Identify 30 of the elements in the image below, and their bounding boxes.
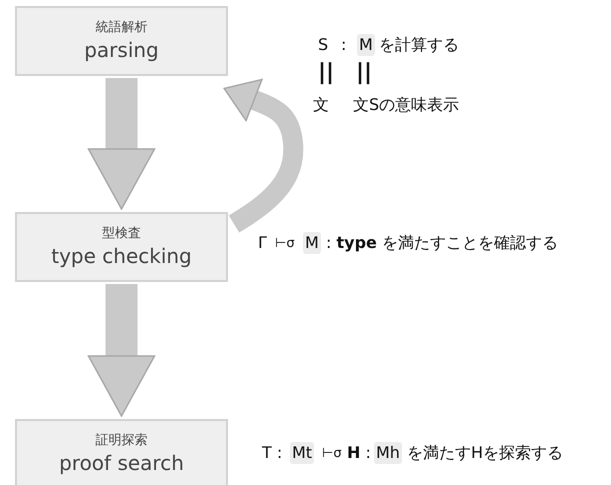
highlighted-term: Mh <box>374 442 402 464</box>
step-label-japanese: 統語解析 <box>96 19 148 37</box>
formula-text: T : <box>262 442 282 464</box>
turnstile-symbol: ⊢σ <box>322 445 342 463</box>
formula-text: を計算する <box>379 34 459 56</box>
formula-text: : type を満たすことを確認する <box>326 232 558 254</box>
formula-text: を満たすHを探索する <box>407 442 564 464</box>
formula-text: H : <box>347 442 371 464</box>
formula-text: : <box>341 34 346 56</box>
step-label: type checking <box>51 243 192 269</box>
equality-mark: || <box>318 62 334 84</box>
formula-text: 文Sの意味表示 <box>353 94 460 116</box>
step-label: parsing <box>84 37 159 63</box>
block-arrow <box>223 78 304 233</box>
process-box <box>15 212 228 282</box>
turnstile-symbol: ⊢σ <box>275 235 295 253</box>
process-box <box>15 6 228 76</box>
step-label: proof search <box>59 450 184 476</box>
highlighted-term: Mt <box>290 442 314 464</box>
highlighted-term: M <box>303 232 321 254</box>
formula-text: Γ <box>258 232 267 254</box>
formula-text: S <box>318 34 328 56</box>
equality-mark: || <box>356 62 372 84</box>
step-label-japanese: 証明探索 <box>96 432 148 450</box>
formula-text: 文 <box>313 94 329 116</box>
process-box <box>15 419 228 485</box>
block-arrow <box>88 284 156 417</box>
highlighted-term: M <box>357 34 375 56</box>
block-arrow <box>88 78 156 210</box>
step-label-japanese: 型検査 <box>102 225 141 243</box>
